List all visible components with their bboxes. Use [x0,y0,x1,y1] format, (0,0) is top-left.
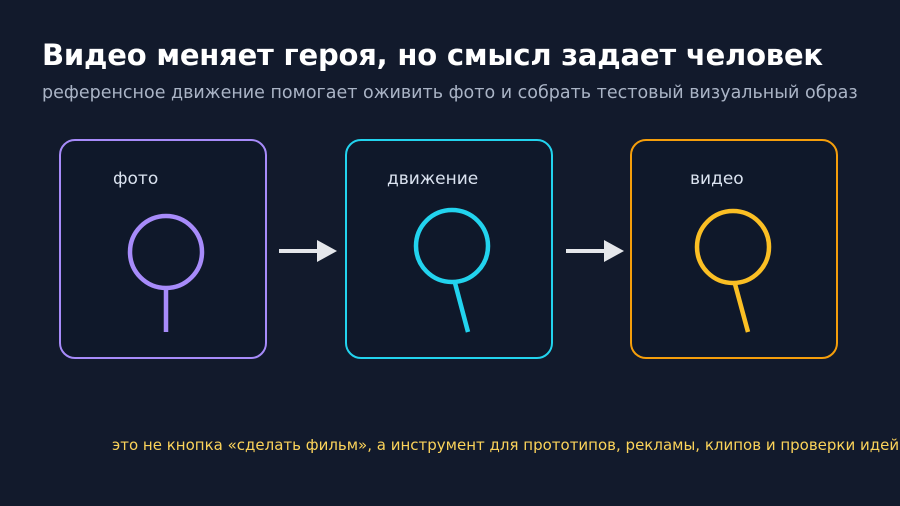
arrow-right-icon [279,240,337,262]
step-card-motion: движение [345,139,553,359]
page-subtitle: референсное движение помогает оживить фо… [42,83,858,103]
step-label-photo: фото [113,169,159,189]
step-label-video: видео [690,169,744,189]
head-figure-tilted-icon [413,207,491,333]
footer-note: это не кнопка «сделать фильм», а инструм… [112,436,900,454]
step-card-video: видео [630,139,838,359]
arrow-right-icon [566,240,624,262]
page-title: Видео меняет героя, но смысл задает чело… [42,38,823,72]
step-card-photo: фото [59,139,267,359]
head-figure-tilted-icon [694,208,772,333]
step-label-motion: движение [387,169,479,189]
head-figure-icon [127,213,205,332]
